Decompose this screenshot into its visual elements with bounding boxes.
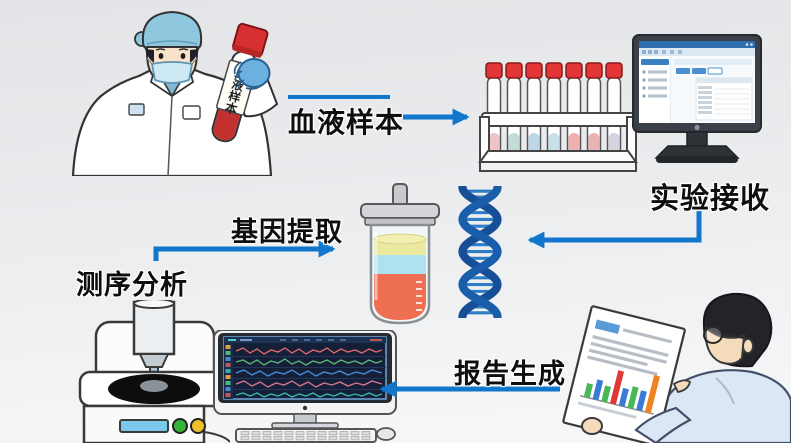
sequencer-green-button — [172, 418, 188, 434]
arrow-gene-extraction — [153, 240, 336, 261]
lims-computer-icon — [632, 34, 762, 171]
label-lab-reception: 实验接收 — [650, 183, 771, 215]
lims-screen — [639, 41, 755, 123]
waveform-traces — [235, 347, 383, 398]
coat-pocket — [182, 105, 201, 120]
sequencer-lcd — [119, 419, 169, 433]
reader-sleeve — [634, 406, 692, 443]
dna-strands — [458, 183, 502, 321]
waveform-screen — [223, 336, 387, 400]
monitor-camera-dot — [694, 124, 700, 131]
report-bar-chart — [577, 370, 660, 419]
arrow-reception-to-dna — [527, 211, 702, 249]
label-sequencing-analysis: 测序分析 — [76, 270, 188, 300]
label-gene-extraction: 基因提取 — [231, 217, 343, 247]
reader-right-hand — [672, 379, 692, 394]
glove — [233, 58, 271, 90]
label-blood-sample: 血液样本 — [288, 107, 405, 138]
mouse — [376, 427, 396, 441]
waveform-monitor-icon — [210, 329, 400, 443]
test-tubes — [485, 62, 623, 156]
id-badge — [128, 103, 145, 116]
jar-graduations — [416, 281, 422, 311]
jar-liquid-layers — [373, 233, 427, 320]
reader-head — [702, 292, 773, 368]
surgical-cap — [141, 10, 203, 50]
dna-helix-icon — [445, 183, 515, 323]
report-text-lines — [587, 328, 673, 376]
reader-left-hand — [581, 417, 603, 435]
report-reader-icon — [556, 288, 791, 443]
report-header-badge — [594, 319, 621, 335]
label-report-generation: 报告生成 — [454, 359, 566, 389]
cable — [203, 431, 231, 443]
sequencer-machine-icon — [78, 298, 231, 443]
monitor-base — [654, 145, 740, 159]
report-page — [562, 305, 686, 443]
sequencer-yellow-button — [190, 418, 206, 434]
nurse-with-blood-tube-icon: 血液样本 — [55, 6, 290, 181]
monitor-power-dot — [302, 405, 308, 411]
face-mask — [150, 61, 194, 84]
sample-jar-icon — [356, 182, 444, 335]
